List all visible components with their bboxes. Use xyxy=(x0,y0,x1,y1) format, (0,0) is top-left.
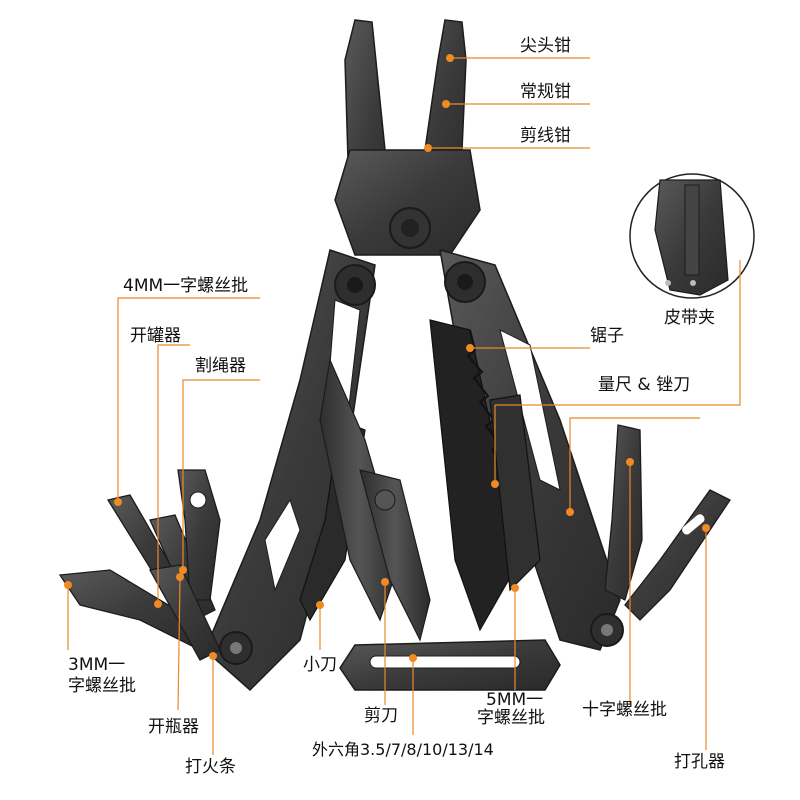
label-flathead-3mm-line1: 3MM一 xyxy=(68,655,126,675)
label-flathead-3mm-line2: 字螺丝批 xyxy=(68,676,136,696)
label-ruler-file: 量尺 & 锉刀 xyxy=(598,375,691,395)
label-knife: 小刀 xyxy=(303,655,337,675)
file-blade xyxy=(489,394,541,592)
leader-lines xyxy=(67,57,741,755)
scissors xyxy=(319,357,431,642)
hex-wrench xyxy=(339,639,561,691)
label-belt-clip: 皮带夹 xyxy=(664,308,715,328)
label-rope-cutter: 割绳器 xyxy=(195,356,246,376)
label-needle-nose-pliers: 尖头钳 xyxy=(520,36,571,56)
right-tools xyxy=(604,424,731,621)
belt-clip-inset xyxy=(629,173,755,299)
left-tools xyxy=(58,469,221,661)
label-flathead-5mm-line1: 5MM一 xyxy=(486,690,544,710)
label-bottle-opener: 开瓶器 xyxy=(148,717,199,737)
plier-jaws xyxy=(334,19,481,256)
label-hex-wrench: 外六角3.5/7/8/10/13/14 xyxy=(312,740,494,759)
label-fire-striker: 打火条 xyxy=(185,757,236,777)
label-awl: 打孔器 xyxy=(674,752,725,772)
label-flathead-5mm-line2: 字螺丝批 xyxy=(477,708,545,728)
label-regular-pliers: 常规钳 xyxy=(520,82,571,102)
label-phillips: 十字螺丝批 xyxy=(582,700,667,720)
label-saw: 锯子 xyxy=(590,326,624,346)
left-handle xyxy=(204,249,376,692)
label-flathead-4mm: 4MM一字螺丝批 xyxy=(123,276,249,296)
label-wire-cutter: 剪线钳 xyxy=(520,126,571,146)
label-scissors: 剪刀 xyxy=(364,706,398,726)
label-can-opener: 开罐器 xyxy=(130,326,181,346)
callout-dots xyxy=(64,54,710,662)
right-handle xyxy=(439,248,624,651)
